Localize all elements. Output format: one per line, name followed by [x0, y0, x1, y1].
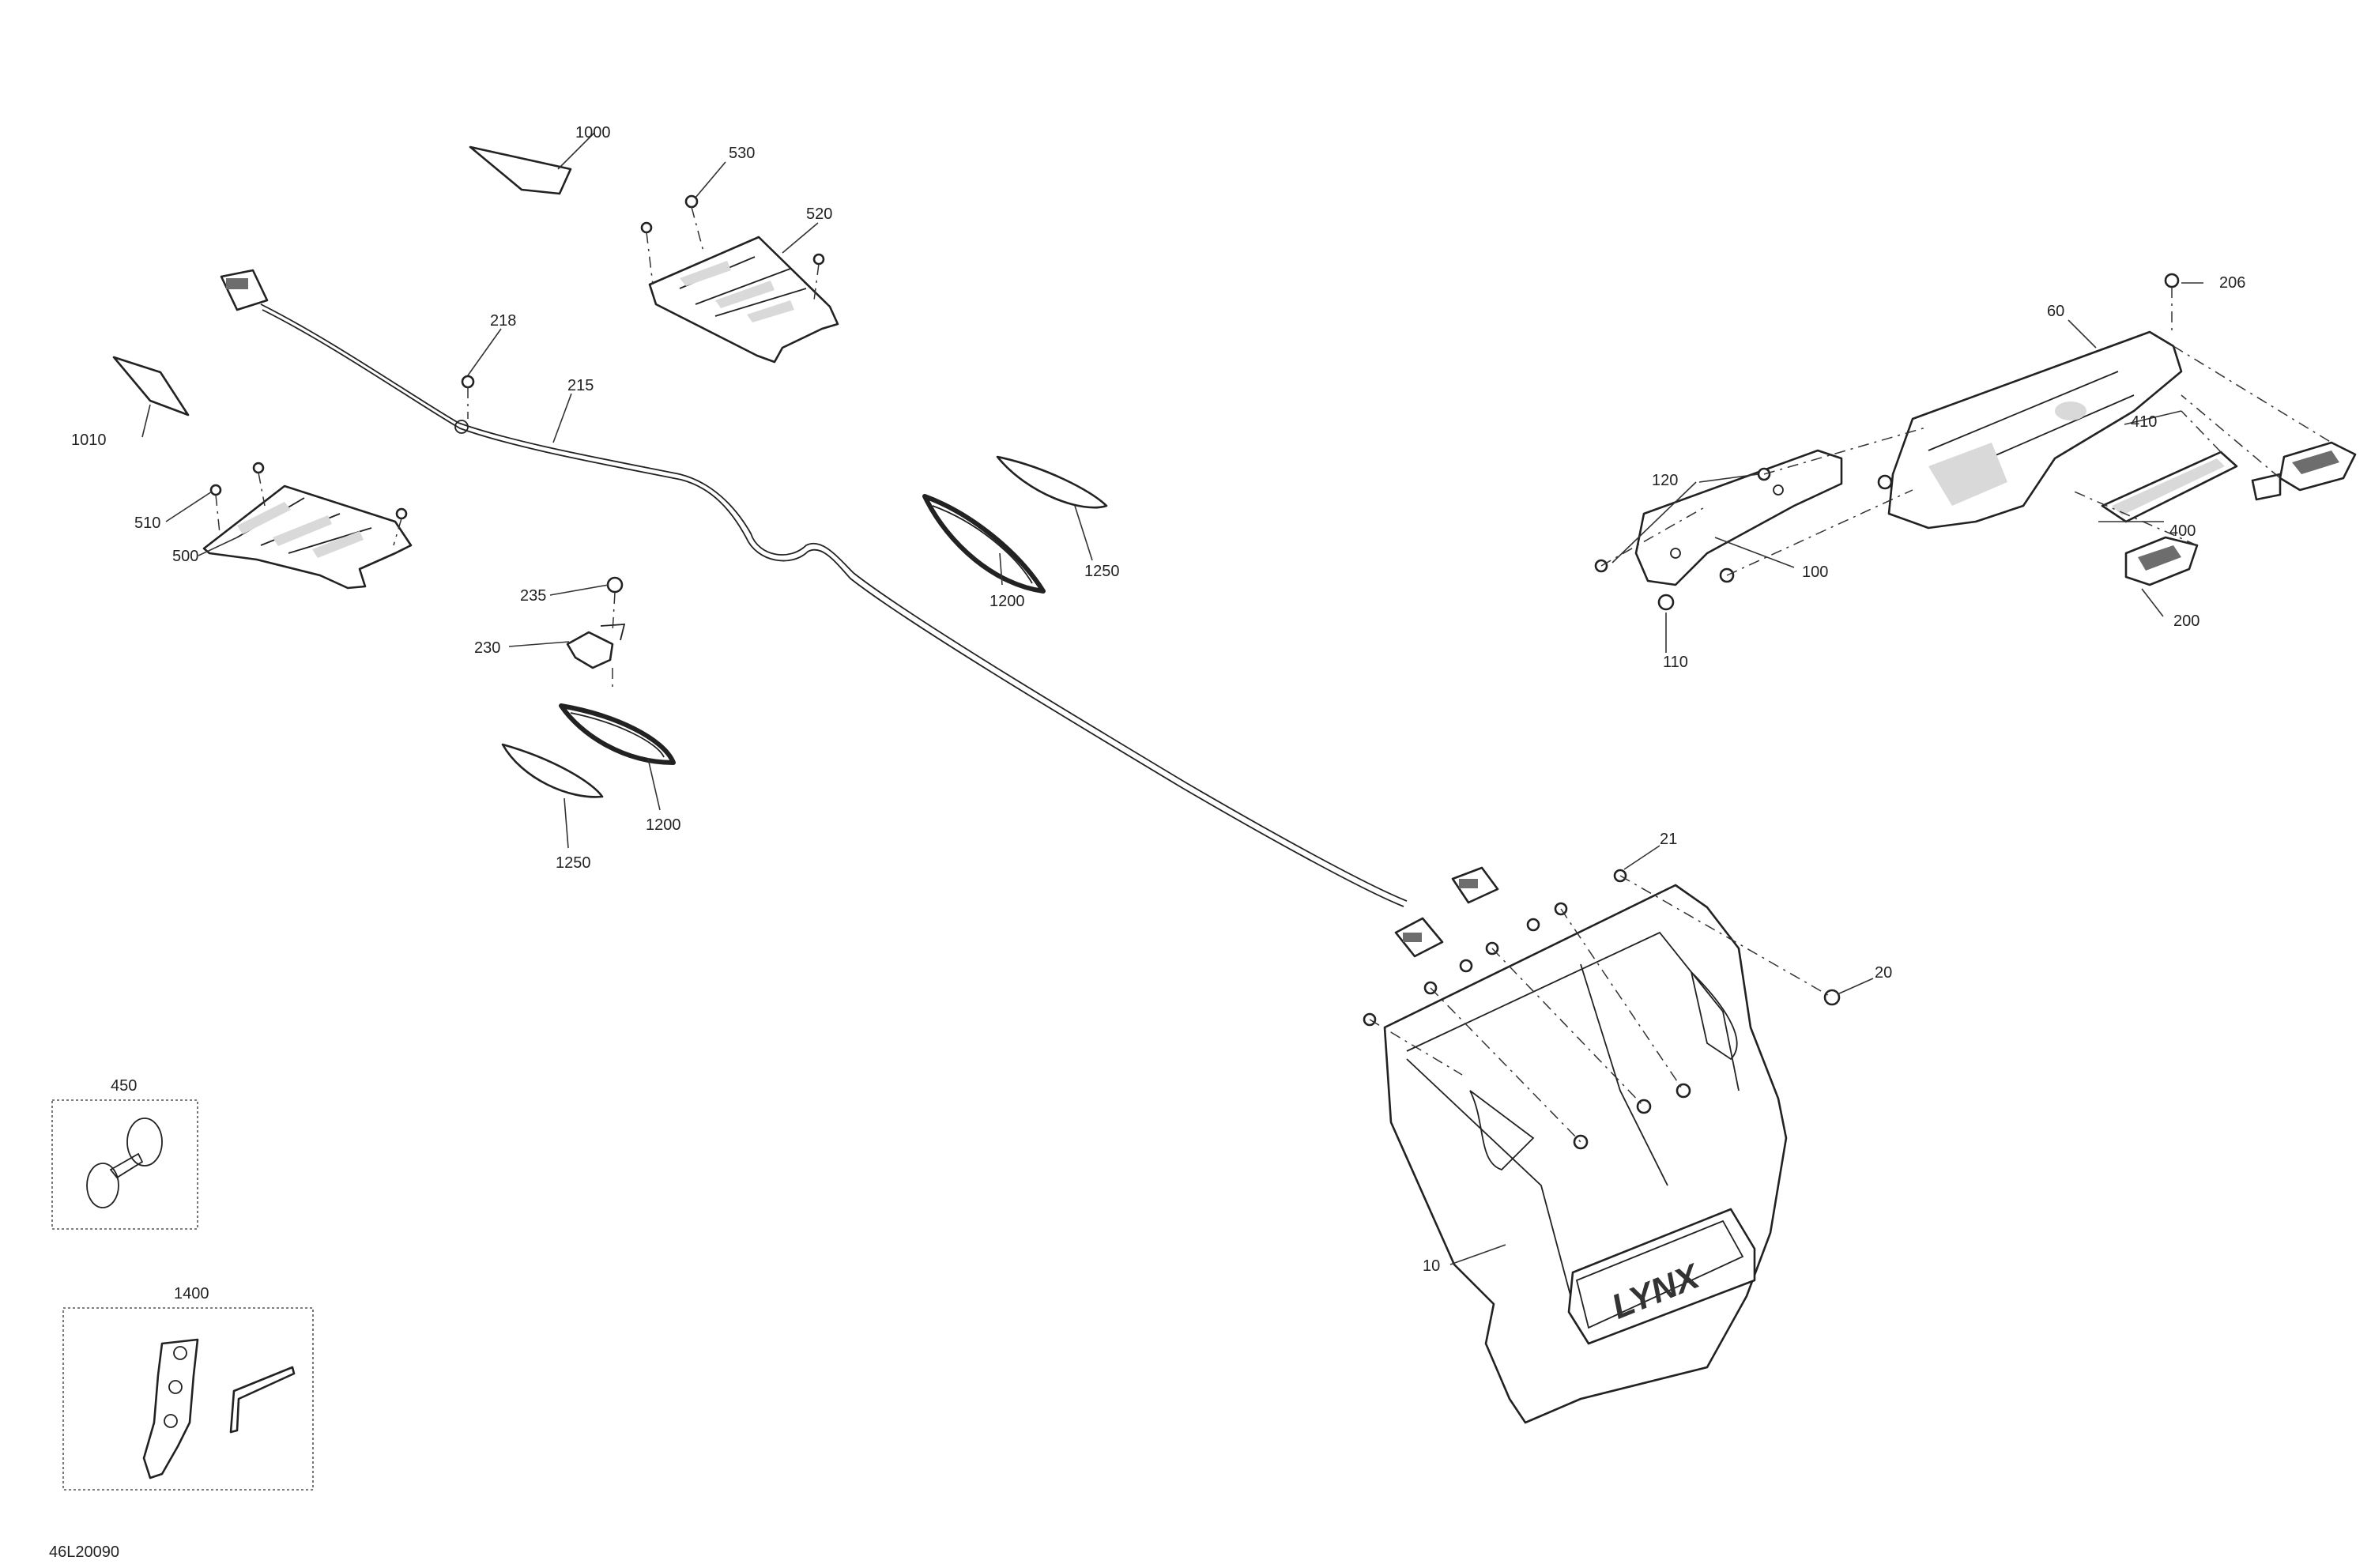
- lens-1250-upper[interactable]: [996, 455, 1108, 509]
- label-520: 520: [806, 205, 832, 223]
- label-1200-lower: 1200: [646, 816, 681, 834]
- lens-1250-lower[interactable]: [501, 743, 604, 798]
- screw-235[interactable]: [606, 576, 624, 688]
- taillight-dash-lines: [1600, 345, 2332, 576]
- label-1010: 1010: [71, 432, 107, 449]
- label-450: 450: [111, 1077, 137, 1095]
- label-235: 235: [520, 587, 546, 605]
- label-110: 110: [1663, 654, 1688, 671]
- nut-20[interactable]: [1573, 989, 1841, 1150]
- label-1250-upper: 1250: [1084, 563, 1120, 580]
- light-200-right[interactable]: [2251, 441, 2357, 501]
- label-1250-lower: 1250: [556, 854, 591, 872]
- kit-box-450[interactable]: [51, 1099, 198, 1230]
- label-20: 20: [1875, 964, 1892, 982]
- snow-flap-10[interactable]: [1383, 884, 1788, 1424]
- label-100: 100: [1802, 564, 1828, 581]
- decal-1010[interactable]: [112, 356, 190, 416]
- label-1000: 1000: [575, 124, 611, 141]
- seal-1200-upper[interactable]: [922, 494, 1046, 594]
- nut-110[interactable]: [1657, 474, 1893, 611]
- callout-labels: 1000 1010 530 520 218 215 510 500 235 23…: [49, 124, 2245, 1561]
- bracket-100[interactable]: [1634, 449, 1843, 586]
- label-218: 218: [490, 312, 516, 330]
- clip-230[interactable]: [566, 624, 626, 669]
- screw-510[interactable]: [209, 462, 408, 546]
- leader-lines: [141, 132, 2203, 1265]
- label-60: 60: [2047, 303, 2064, 320]
- screw-218[interactable]: [454, 375, 475, 434]
- label-1200-upper: 1200: [989, 593, 1025, 610]
- label-530: 530: [729, 145, 755, 162]
- label-500: 500: [172, 548, 198, 565]
- lens-400[interactable]: [2101, 450, 2238, 523]
- label-10: 10: [1423, 1257, 1440, 1275]
- label-206: 206: [2219, 274, 2245, 292]
- label-230: 230: [474, 639, 500, 657]
- diagram-code: 46L20090: [49, 1544, 119, 1561]
- connector-socket[interactable]: [1394, 866, 1499, 958]
- label-1400: 1400: [174, 1285, 209, 1302]
- decal-1000[interactable]: [469, 145, 572, 195]
- label-510: 510: [134, 514, 160, 532]
- bracket-500[interactable]: [202, 484, 413, 590]
- connector-plug[interactable]: [220, 269, 269, 311]
- label-400: 400: [2169, 522, 2196, 540]
- kit-box-1400[interactable]: [62, 1307, 314, 1491]
- seal-1200-lower[interactable]: [559, 703, 676, 765]
- label-410: 410: [2131, 413, 2157, 431]
- label-120: 120: [1652, 472, 1678, 489]
- screw-530[interactable]: [640, 194, 825, 301]
- light-200-left[interactable]: [2124, 536, 2199, 586]
- taillight-housing-60[interactable]: [1887, 330, 2183, 530]
- bracket-520[interactable]: [648, 236, 839, 364]
- label-215: 215: [567, 377, 594, 394]
- label-200: 200: [2173, 612, 2199, 630]
- screw-206[interactable]: [2164, 273, 2180, 332]
- harness-215[interactable]: [260, 303, 1408, 907]
- label-21: 21: [1660, 831, 1677, 848]
